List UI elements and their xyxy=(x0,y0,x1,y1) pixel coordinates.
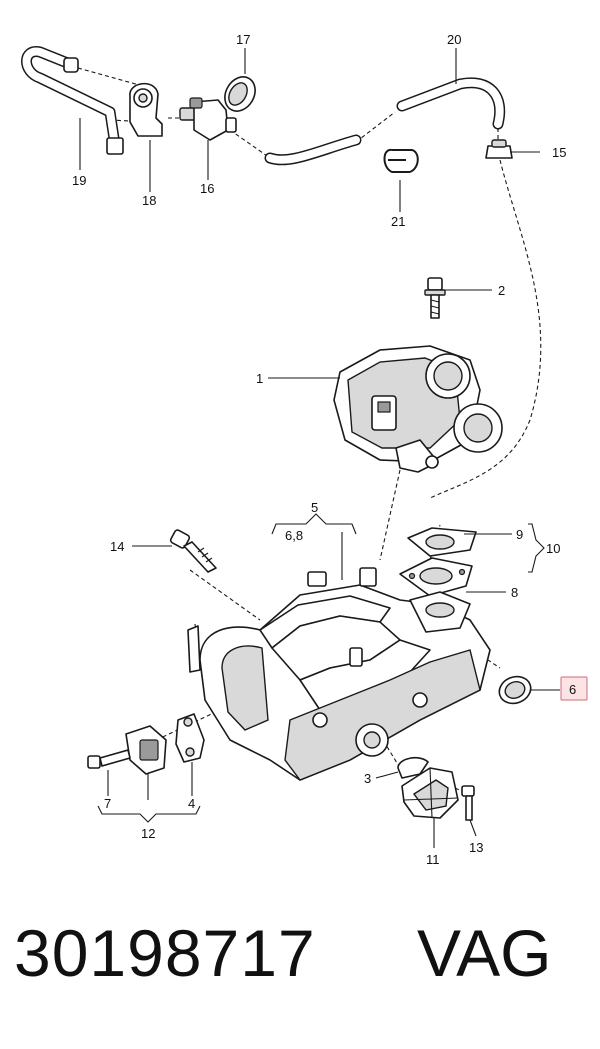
bracket-18 xyxy=(129,82,163,137)
callout-19: 19 xyxy=(72,173,86,188)
callout-7: 7 xyxy=(104,796,111,811)
callout-9: 9 xyxy=(516,527,523,542)
sensor-assembly-12 xyxy=(125,713,205,775)
callout-11: 11 xyxy=(426,852,440,867)
callout-16: 16 xyxy=(200,181,214,196)
callout-2: 2 xyxy=(498,283,505,298)
cover-11 xyxy=(401,767,459,819)
callout-labels: 17 20 15 19 16 18 21 2 1 5 6,8 9 10 14 8… xyxy=(72,32,576,867)
callout-8: 8 xyxy=(511,585,518,600)
gasket-3 xyxy=(397,756,429,779)
bolt-7 xyxy=(87,749,131,769)
hose-19 xyxy=(21,46,124,155)
seal-17 xyxy=(224,76,256,112)
flange-gasket-8 xyxy=(399,557,473,597)
bolt-13 xyxy=(461,785,475,821)
callout-10: 10 xyxy=(546,541,560,556)
gasket-9 xyxy=(407,527,477,557)
callout-1: 1 xyxy=(256,371,263,386)
callout-12: 12 xyxy=(141,826,155,841)
brand-name: VAG xyxy=(417,916,552,990)
highlight-box xyxy=(560,676,588,701)
callout-15: 15 xyxy=(552,145,566,160)
hose-20 xyxy=(264,77,506,166)
callout-18: 18 xyxy=(142,193,156,208)
callout-5: 5 xyxy=(311,500,318,515)
callout-3: 3 xyxy=(364,771,371,786)
callout-14: 14 xyxy=(110,539,124,554)
throttle-body-1 xyxy=(333,345,503,473)
intake-manifold-5 xyxy=(187,567,491,781)
callout-6: 6 xyxy=(569,682,576,697)
o-ring-6 xyxy=(498,675,532,705)
callout-13: 13 xyxy=(469,840,483,855)
leader-lines xyxy=(79,48,560,848)
bolt-14 xyxy=(169,529,217,573)
footer: 30198717 VAG xyxy=(0,915,600,1025)
part-number: 30198717 xyxy=(14,916,316,990)
callout-6-8: 6,8 xyxy=(285,528,303,543)
callout-17: 17 xyxy=(236,32,250,47)
callout-4: 4 xyxy=(188,796,195,811)
callout-21: 21 xyxy=(391,214,405,229)
callout-20: 20 xyxy=(447,32,461,47)
valve-16 xyxy=(179,97,237,141)
clip-21 xyxy=(383,148,419,173)
bolt-2 xyxy=(424,277,446,319)
connector-15 xyxy=(485,139,513,159)
